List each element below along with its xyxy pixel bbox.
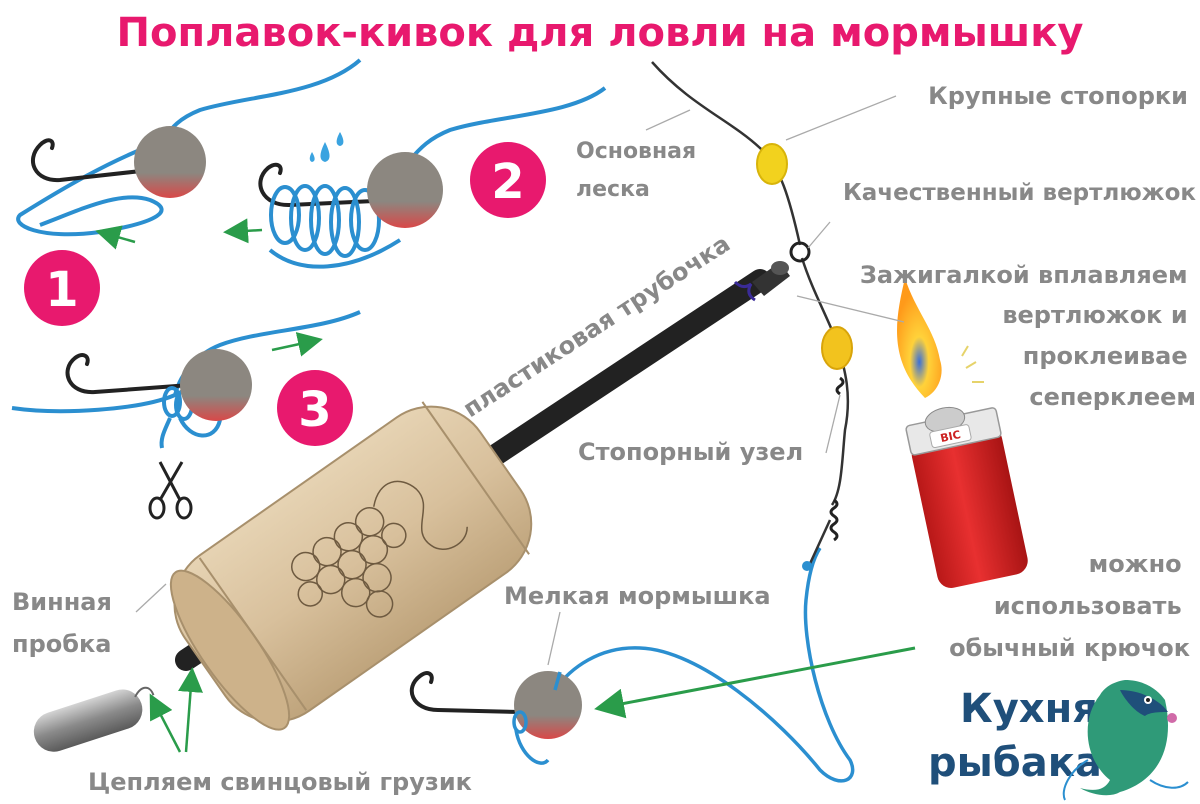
line-coils <box>268 184 402 269</box>
jig-head <box>367 152 443 228</box>
callout-lines <box>135 95 905 666</box>
wine-cork <box>169 401 533 731</box>
label-small-jig: Мелкая мормышка <box>504 582 771 610</box>
big-stopper-bead <box>756 143 788 185</box>
small-stopper-bead <box>821 326 853 370</box>
main-line-lower <box>800 257 850 506</box>
hook-icon <box>258 162 397 208</box>
leader-line <box>806 519 832 569</box>
hook-icon <box>65 353 192 395</box>
svg-text:1: 1 <box>45 262 78 318</box>
fishing-line <box>408 86 607 162</box>
flame-icon <box>897 278 984 398</box>
main-line <box>651 61 802 246</box>
hook-icon <box>409 671 522 714</box>
leader-connector <box>802 561 812 571</box>
label-sinker: Цепляем свинцовый грузик <box>88 768 472 796</box>
scissors-icon <box>148 461 193 520</box>
arrow-icon <box>95 225 136 250</box>
lead-sinker-icon <box>33 686 155 752</box>
fishing-line <box>16 58 362 237</box>
lighter-brand: BIC <box>939 428 962 445</box>
arrow-icon <box>223 218 263 244</box>
svg-text:2: 2 <box>491 154 524 210</box>
step-badge-3: 3 <box>277 370 353 446</box>
hook-icon <box>30 138 152 183</box>
step-badge-1: 1 <box>24 250 100 326</box>
step-1-illustration <box>16 58 362 250</box>
label-swivel: Качественный вертлюжок <box>843 180 1196 206</box>
arrow-icon <box>149 693 182 753</box>
logo-line-1: Кухня <box>960 686 1098 732</box>
jig-head <box>134 126 206 198</box>
label-stopper-knot: Стопорный узел <box>578 438 803 466</box>
grapes-emblem <box>291 480 468 618</box>
leader-line <box>553 547 855 783</box>
arrow-icon <box>271 332 323 357</box>
leader-line <box>553 671 562 691</box>
svg-text:3: 3 <box>298 382 331 438</box>
swivel <box>789 241 811 263</box>
step-2-illustration <box>223 86 607 269</box>
brand-logo: Кухня рыбака <box>928 680 1189 801</box>
small-jig <box>409 671 582 765</box>
lighter-icon: BIC <box>905 406 1028 588</box>
logo-line-2: рыбака <box>928 740 1102 786</box>
label-big-stoppers: Крупные стопорки <box>928 82 1188 110</box>
water-drop-icon <box>309 132 344 162</box>
arrow-icon <box>178 667 203 753</box>
jig-head <box>180 349 252 421</box>
label-cork: Винная пробка <box>12 588 120 658</box>
label-regular-hook: можно использовать обычный крючок <box>949 550 1190 662</box>
step-3-illustration <box>11 310 361 449</box>
arrow-icon <box>594 646 916 719</box>
label-lighter: Зажигалкой вплавляем вертлюжок и проклеи… <box>860 261 1196 411</box>
page-title: Поплавок-кивок для ловли на мормышку <box>117 10 1084 56</box>
fish-logo-icon <box>1062 680 1189 801</box>
label-main-line: Основная леска <box>576 139 704 202</box>
step-badge-2: 2 <box>470 142 546 218</box>
stopper-knot <box>829 376 845 542</box>
